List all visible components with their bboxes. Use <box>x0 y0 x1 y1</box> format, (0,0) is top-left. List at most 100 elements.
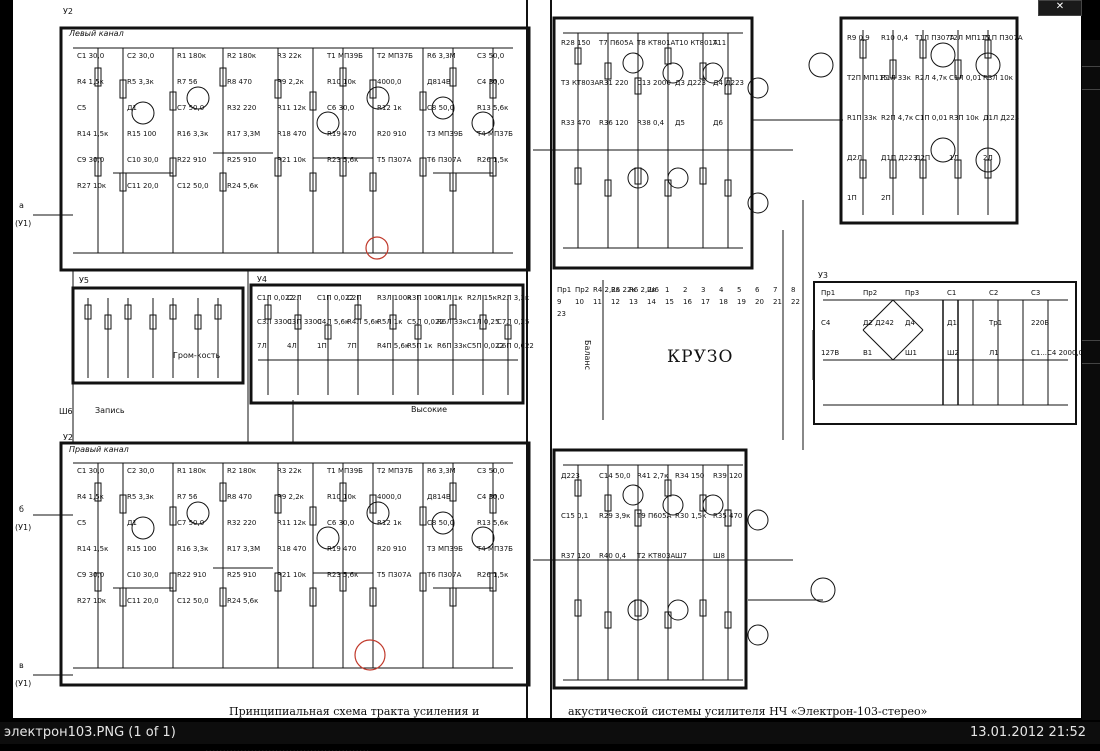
tag-y2-top: У2 <box>63 7 73 16</box>
component-label-output-bottom: R37 120 <box>561 552 590 560</box>
component-label-left-channel: R14 1,5к <box>77 130 108 138</box>
component-label-tone: 1П <box>317 342 327 350</box>
component-label-speaker: 2Л <box>983 154 993 162</box>
component-label-right-channel: Д814В <box>427 493 451 501</box>
component-label-left-channel: T5 П307А <box>376 156 412 164</box>
component-label-power: Тр1 <box>988 319 1002 327</box>
component-label-misc: 3 <box>701 286 705 294</box>
component-label-output-top: R36 120 <box>599 119 628 127</box>
component-label-right-channel: C4 30,0 <box>477 493 504 501</box>
component-label-speaker: T1П П307А <box>982 34 1023 42</box>
component-label-right-channel: C6 30,0 <box>327 519 354 527</box>
component-label-left-channel: Д1 <box>127 104 137 112</box>
component-label-speaker: R2Л 4,7к <box>915 74 947 82</box>
component-label-tone: R3Л 100к <box>377 294 411 302</box>
label-treble: Высокие <box>411 405 447 414</box>
strip-divider <box>1082 340 1100 364</box>
component-label-misc: R5 22к <box>611 286 636 294</box>
component-label-tone: R2Л 3,3к <box>497 294 529 302</box>
component-label-left-channel: R23 5,6к <box>327 156 358 164</box>
component-label-right-channel: R27 10к <box>77 597 106 605</box>
component-label-speaker: R9 0,9 <box>847 34 870 42</box>
component-label-power: Пр1 <box>821 289 835 297</box>
component-label-right-channel: 4000,0 <box>377 493 402 501</box>
component-label-right-channel: R23 5,6к <box>327 571 358 579</box>
component-label-speaker: 2П <box>881 194 891 202</box>
component-label-right-channel: R19 470 <box>327 545 356 553</box>
block-output-stage-bottom <box>552 448 748 690</box>
component-label-output-bottom: R34 150 <box>675 472 704 480</box>
component-label-misc: 14 <box>647 298 656 306</box>
component-label-left-channel: C9 30,0 <box>77 156 104 164</box>
component-label-output-top: T10 КТ801А <box>674 39 718 47</box>
component-label-misc: 11 <box>593 298 602 306</box>
component-label-right-channel: R25 910 <box>227 571 256 579</box>
component-label-tone: C1П 0,022 <box>317 294 354 302</box>
component-label-speaker: T1Л П307А <box>914 34 955 42</box>
component-label-output-top: T3 КТ803А <box>560 79 600 87</box>
component-label-output-top: Д4 Д223 <box>713 79 744 87</box>
component-label-right-channel: C5 <box>77 519 86 527</box>
component-label-tone: C2П <box>347 294 362 302</box>
right-edge-panel <box>1082 40 1100 720</box>
component-label-power: C1 <box>947 289 956 297</box>
component-label-output-bottom: C15 0,1 <box>561 512 588 520</box>
tag-y5: У5 <box>79 276 89 285</box>
component-label-right-channel: R2 180к <box>227 467 256 475</box>
component-label-tone: C1Л 0,25 <box>467 318 499 326</box>
component-label-left-channel: C4 30,0 <box>477 78 504 86</box>
component-label-tone: 7Л <box>257 342 267 350</box>
component-label-tone: C2Л <box>287 294 302 302</box>
component-label-misc: 10 <box>575 298 584 306</box>
component-label-tone: C3Л 3300 <box>257 318 292 326</box>
component-label-right-channel: C8 50,0 <box>427 519 454 527</box>
component-label-output-top: T11 <box>712 39 726 47</box>
component-label-left-channel: 4000,0 <box>377 78 402 86</box>
component-label-power: Пр2 <box>863 289 877 297</box>
component-label-right-channel: R11 12к <box>277 519 306 527</box>
component-label-left-channel: C1 30,0 <box>77 52 104 60</box>
component-label-speaker: C1Л 0,01 <box>949 74 981 82</box>
component-label-tone: R3П 100к <box>407 294 441 302</box>
component-label-left-channel: C10 30,0 <box>127 156 159 164</box>
component-label-right-channel: R26 1,5к <box>477 571 508 579</box>
status-filename: электрон103.PNG (1 of 1) <box>4 725 176 740</box>
component-label-right-channel: R22 910 <box>177 571 206 579</box>
block-output-stage-top <box>552 16 754 270</box>
component-label-left-channel: C2 30,0 <box>127 52 154 60</box>
component-label-tone: R1Л 1к <box>437 294 463 302</box>
component-label-misc: 8 <box>791 286 795 294</box>
component-label-left-channel: C6 30,0 <box>327 104 354 112</box>
component-label-misc: 9 <box>557 298 561 306</box>
component-label-speaker: R1П 33к <box>847 114 877 122</box>
caption-right: акустической системы усилителя НЧ «Элект… <box>568 705 927 718</box>
component-label-misc: 21 <box>773 298 782 306</box>
component-label-right-channel: R14 1,5к <box>77 545 108 553</box>
component-label-right-channel: R18 470 <box>277 545 306 553</box>
input-v: в <box>19 661 24 670</box>
component-label-left-channel: R26 1,5к <box>477 156 508 164</box>
component-label-right-channel: C1 30,0 <box>77 467 104 475</box>
component-label-misc: 20 <box>755 298 764 306</box>
component-label-speaker: Д1Л Д223 <box>983 114 1019 122</box>
component-label-right-channel: T2 МП37Б <box>376 467 413 475</box>
component-label-misc: 4 <box>719 286 724 294</box>
component-label-speaker: R1Л 33к <box>881 74 911 82</box>
component-label-speaker: R3Л 10к <box>983 74 1013 82</box>
component-label-left-channel: R10 10к <box>327 78 356 86</box>
component-label-right-channel: R7 56 <box>177 493 198 501</box>
component-label-tone: C1Л 0,022 <box>257 294 294 302</box>
component-label-output-bottom: T2 КТ803А <box>636 552 676 560</box>
component-label-misc: Пр1 <box>557 286 571 294</box>
component-label-left-channel: R25 910 <box>227 156 256 164</box>
component-label-right-channel: R24 5,6к <box>227 597 258 605</box>
component-label-right-channel: R9 2,2к <box>277 493 304 501</box>
block-y3-power-supply <box>813 281 1077 425</box>
component-label-output-top: T8 КТ801А <box>636 39 676 47</box>
component-label-right-channel: C10 30,0 <box>127 571 159 579</box>
component-label-power: Ш1 <box>905 349 917 357</box>
component-label-power: Д2 Д242 <box>863 319 894 327</box>
input-b-ref: (У1) <box>15 523 31 532</box>
component-label-left-channel: C3 50,0 <box>477 52 504 60</box>
close-button[interactable]: ✕ <box>1038 0 1082 16</box>
